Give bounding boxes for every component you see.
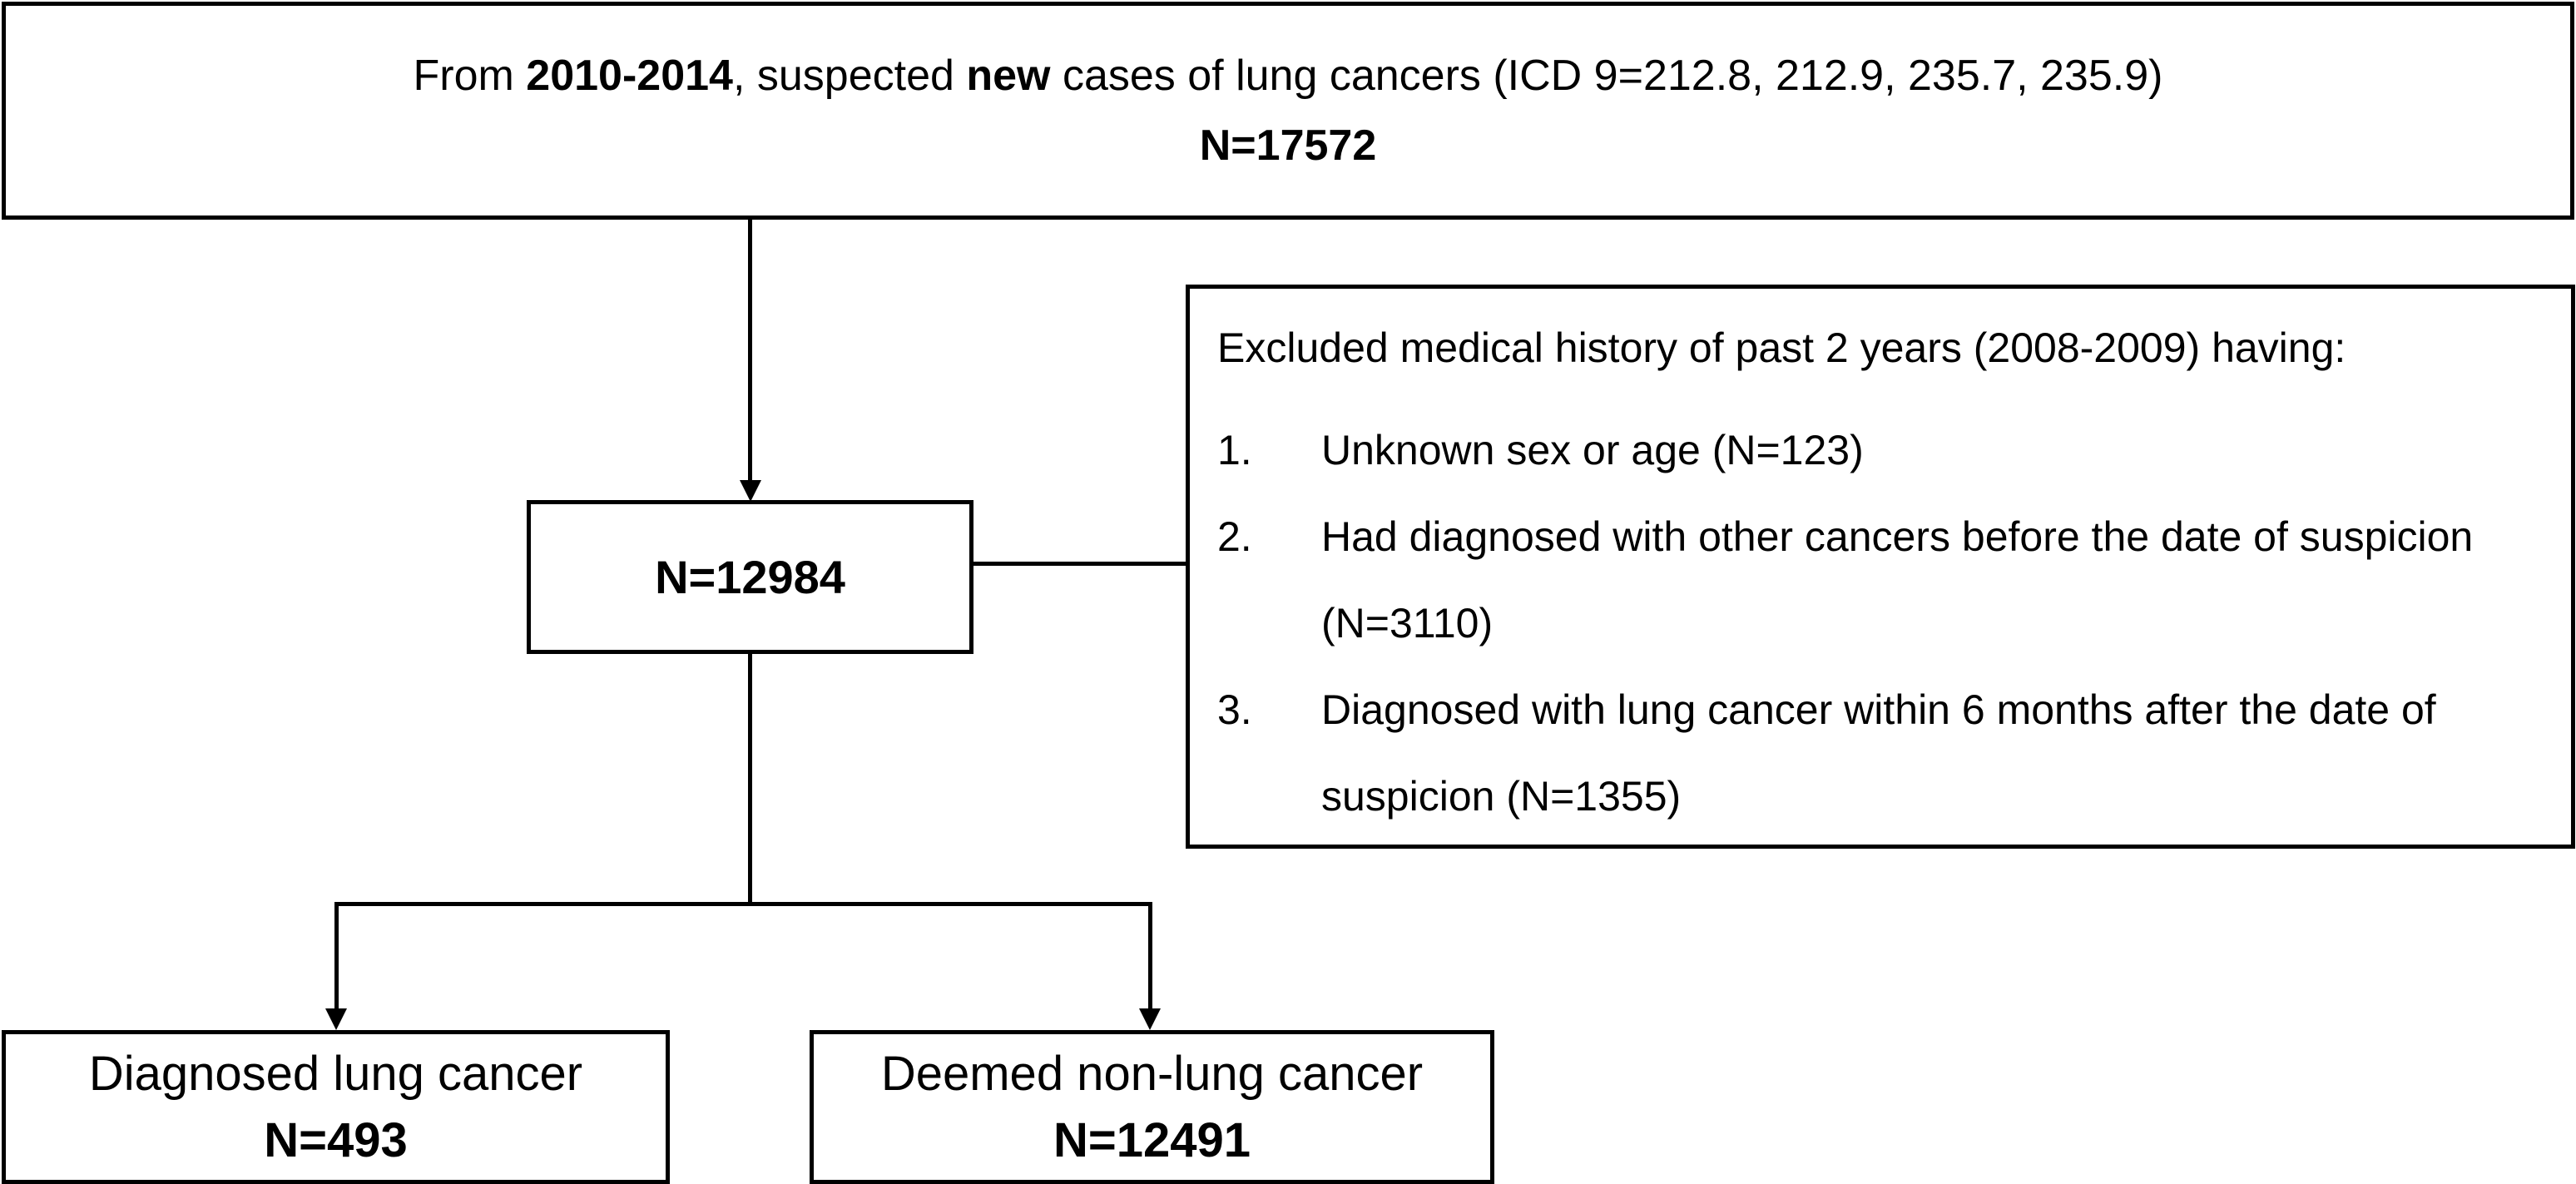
initial-cohort-count: N=17572	[1199, 121, 1377, 170]
initial-cohort-prefix: From	[413, 52, 527, 100]
remaining-cohort-box: N=12984	[527, 500, 973, 654]
initial-cohort-new: new	[966, 52, 1051, 100]
arrow-head-right	[1139, 1008, 1161, 1030]
exclusion-heading: Excluded medical history of past 2 years…	[1217, 324, 2346, 371]
exclusion-item-text: Had diagnosed with other cancers before …	[1321, 513, 2474, 646]
initial-cohort-description: From 2010-2014, suspected new cases of l…	[414, 41, 2163, 111]
non-lung-cancer-box: Deemed non-lung cancer N=12491	[810, 1030, 1494, 1184]
arrow-head-left	[325, 1008, 347, 1030]
connector-split-horizontal	[334, 902, 1152, 906]
connector-middle-to-exclusion	[973, 562, 1186, 566]
non-lung-cancer-count: N=12491	[1053, 1112, 1251, 1167]
non-lung-cancer-label: Deemed non-lung cancer	[880, 1046, 1424, 1101]
exclusion-item-number: 1.	[1217, 427, 1252, 473]
diagnosed-lung-cancer-count: N=493	[264, 1112, 408, 1167]
arrow-head-middle	[740, 480, 761, 502]
connector-split-to-left	[334, 902, 339, 1010]
initial-cohort-box: From 2010-2014, suspected new cases of l…	[2, 2, 2574, 220]
initial-cohort-suffix: cases of lung cancers (ICD 9=212.8, 212.…	[1050, 52, 2163, 100]
exclusion-item-number: 2.	[1217, 513, 1252, 560]
initial-cohort-years: 2010-2014	[526, 52, 733, 100]
diagnosed-lung-cancer-label: Diagnosed lung cancer	[88, 1046, 583, 1101]
exclusion-item-text: Unknown sex or age (N=123)	[1321, 427, 1864, 473]
remaining-cohort-count: N=12984	[655, 551, 845, 603]
initial-cohort-mid: , suspected	[732, 52, 967, 100]
connector-middle-to-split	[748, 654, 752, 906]
connector-top-to-middle	[748, 220, 752, 480]
connector-split-to-right	[1148, 902, 1152, 1010]
exclusion-criteria-box: Excluded medical history of past 2 years…	[1186, 285, 2575, 849]
exclusion-item-text: Diagnosed with lung cancer within 6 mont…	[1321, 686, 2436, 820]
diagnosed-lung-cancer-box: Diagnosed lung cancer N=493	[2, 1030, 670, 1184]
exclusion-item-number: 3.	[1217, 686, 1252, 733]
